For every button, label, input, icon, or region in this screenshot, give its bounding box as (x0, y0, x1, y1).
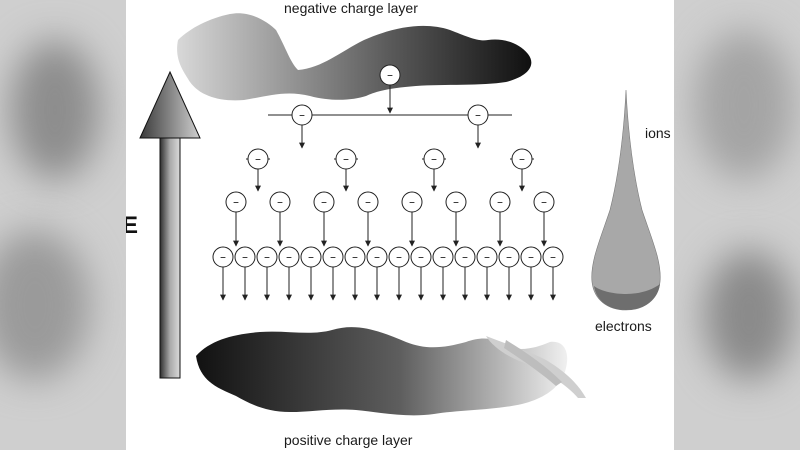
electron-symbol-l2-1: – (343, 152, 349, 166)
electron-symbol-l3-4: – (409, 195, 415, 209)
positive-layer-streak-2 (504, 340, 562, 386)
electron-node-l0-0 (379, 64, 401, 86)
streamer-drop (591, 89, 661, 311)
ions-region (591, 89, 661, 311)
electrons-label: electrons (595, 318, 652, 334)
electron-symbol-l3-2: – (321, 195, 327, 209)
electron-node-l2-0 (247, 148, 269, 170)
electron-symbol-l2-0: – (255, 152, 261, 166)
electron-symbol-l4-1: – (242, 250, 248, 264)
electron-symbol-l1-1: – (475, 108, 481, 122)
electron-node-l3-4 (401, 191, 423, 213)
negative-charge-layer-label: negative charge layer (284, 0, 418, 16)
electron-node-l3-7 (533, 191, 555, 213)
electron-node-l2-2 (423, 148, 445, 170)
electron-node-l2-3 (511, 148, 533, 170)
electron-node-l3-1 (269, 191, 291, 213)
electron-symbol-l0-0: – (387, 68, 393, 82)
electron-symbol-l4-15: – (550, 250, 556, 264)
right-blurred-backdrop (674, 0, 800, 450)
electron-cascade: – – – – – – – – – – – – – – – – – – – – – – – – – – – – – – – (212, 64, 564, 301)
electron-symbol-l4-13: – (506, 250, 512, 264)
electron-symbol-l4-8: – (396, 250, 402, 264)
electric-field-arrow (139, 70, 201, 379)
electron-symbol-l4-7: – (374, 250, 380, 264)
electron-symbol-l4-9: – (418, 250, 424, 264)
electron-symbol-l1-0: – (299, 108, 305, 122)
electron-symbol-l4-5: – (330, 250, 336, 264)
negative-charge-layer-shape (177, 13, 532, 101)
electrons-region (594, 284, 660, 310)
electron-symbol-l3-0: – (233, 195, 239, 209)
electron-symbol-l4-14: – (528, 250, 534, 264)
ions-label: ions (645, 125, 671, 141)
electron-node-l3-0 (225, 191, 247, 213)
electron-symbol-l2-3: – (519, 152, 525, 166)
electron-avalanche-diagram: – – – – – – – – – – – – – – – – – – – – – – – – – – – – – – – (139, 13, 661, 416)
electron-symbol-l3-1: – (277, 195, 283, 209)
electron-symbol-l3-3: – (365, 195, 371, 209)
electron-symbol-l3-5: – (453, 195, 459, 209)
positive-charge-layer-shape (196, 327, 568, 416)
electric-field-label: E (126, 212, 139, 239)
electron-node-l3-5 (445, 191, 467, 213)
electron-node-l1-1 (467, 104, 489, 126)
electron-symbol-l4-12: – (484, 250, 490, 264)
electron-symbol-l4-11: – (462, 250, 468, 264)
left-blurred-backdrop (0, 0, 126, 450)
electron-symbol-l4-6: – (352, 250, 358, 264)
electron-node-l3-3 (357, 191, 379, 213)
electron-symbol-l4-0: – (220, 250, 226, 264)
electron-node-l2-1 (335, 148, 357, 170)
diagram-panel: – – – – – – – – – – – – – – – – – – – – – – – – – – – – – – – negative… (126, 0, 674, 450)
electron-node-l1-0 (291, 104, 313, 126)
positive-charge-layer-label: positive charge layer (284, 432, 413, 448)
electron-symbol-l4-3: – (286, 250, 292, 264)
electron-symbol-l3-7: – (541, 195, 547, 209)
electron-symbol-l4-10: – (440, 250, 446, 264)
electron-symbol-l2-2: – (431, 152, 437, 166)
electron-symbol-l3-6: – (497, 195, 503, 209)
electron-node-l3-6 (489, 191, 511, 213)
electron-symbol-l4-2: – (264, 250, 270, 264)
electron-node-l3-2 (313, 191, 335, 213)
electron-symbol-l4-4: – (308, 250, 314, 264)
